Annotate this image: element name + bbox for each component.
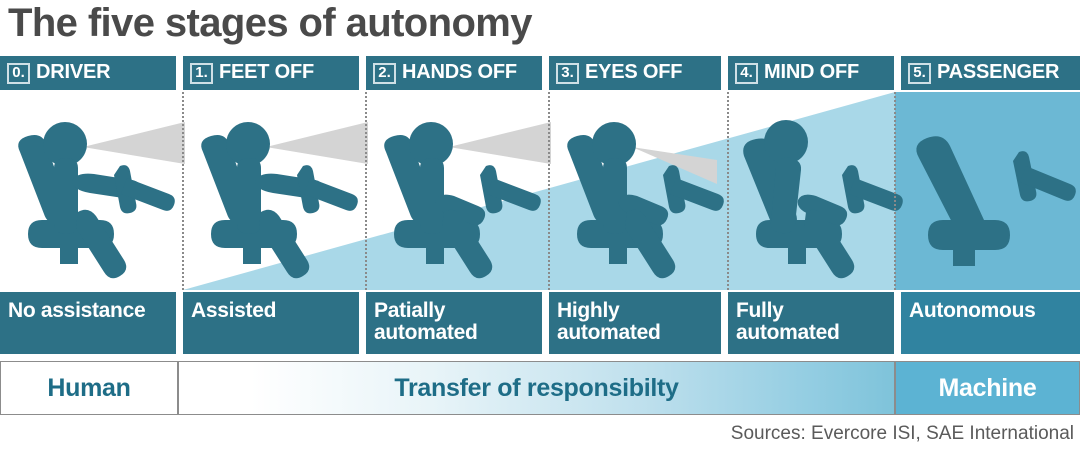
arm-icon: [618, 194, 669, 226]
figure-stage-3: [567, 122, 724, 279]
panel-divider: [727, 92, 729, 290]
leg-icon: [259, 209, 310, 279]
illustration-band: [0, 92, 1080, 290]
stage-name-label: MIND OFF: [764, 61, 860, 83]
stage-header-3[interactable]: 3. EYES OFF: [549, 56, 721, 90]
stage-header-2[interactable]: 2. HANDS OFF: [366, 56, 542, 90]
head-icon: [226, 122, 270, 166]
steering-wheel-icon: [663, 165, 724, 214]
stage-number-badge: 2.: [373, 62, 396, 84]
source-attribution: Sources: Evercore ISI, SAE International: [730, 423, 1074, 444]
head-icon: [592, 122, 636, 166]
figure-stage-2: [384, 122, 551, 279]
torso-icon: [54, 158, 78, 234]
stage-name-label: FEET OFF: [219, 61, 315, 83]
leg-icon: [804, 209, 855, 279]
stage-description-3: Highly automated: [549, 292, 721, 354]
torso-icon: [237, 158, 261, 234]
leg-icon: [442, 209, 493, 279]
machine-label: Machine: [938, 373, 1037, 402]
panel-divider: [182, 92, 184, 290]
page-title: The five stages of autonomy: [8, 1, 533, 45]
description-text: Highly automated: [557, 299, 661, 345]
seat-base-icon: [928, 220, 1010, 266]
responsibility-machine-segment: Machine: [896, 362, 1079, 414]
vision-cone-icon: [266, 122, 368, 164]
responsibility-divider: [177, 362, 179, 414]
stage-description-5: Autonomous: [901, 292, 1080, 354]
stage-description-0: No assistance: [0, 292, 176, 354]
automation-wedge: [183, 92, 895, 290]
stage-description-4: Fully automated: [728, 292, 894, 354]
steering-wheel-icon: [114, 165, 175, 214]
stage-number-badge: 0.: [7, 62, 30, 84]
stage-name-label: DRIVER: [36, 61, 111, 83]
description-text: Assisted: [191, 299, 277, 322]
stage-name-label: EYES OFF: [585, 61, 683, 83]
figure-stage-4: [743, 120, 903, 279]
head-icon: [43, 122, 87, 166]
stage-number-badge: 4.: [735, 62, 758, 84]
stage-header-0[interactable]: 0. DRIVER: [0, 56, 176, 90]
panel-divider: [548, 92, 550, 290]
description-text: Autonomous: [909, 299, 1036, 322]
stage-number-badge: 3.: [556, 62, 579, 84]
vision-cone-icon: [449, 122, 551, 164]
stage-description-row: No assistance Assisted Patially automate…: [0, 292, 1080, 354]
description-text: Patially automated: [374, 299, 478, 345]
responsibility-bar: Human Transfer of responsibilty Machine: [0, 361, 1080, 415]
figure-stage-1: [201, 122, 368, 279]
torso-icon: [603, 158, 627, 234]
stage-number-badge: 1.: [190, 62, 213, 84]
steering-wheel-icon: [842, 165, 903, 214]
arm-icon: [797, 194, 848, 226]
description-text: No assistance: [8, 299, 146, 322]
torso-icon: [770, 157, 802, 234]
steering-wheel-icon: [1013, 151, 1076, 202]
empty-seat-icon: [916, 136, 986, 239]
stage-header-row: 0. DRIVER 1. FEET OFF 2. HANDS OFF 3. EY…: [0, 56, 1080, 90]
stage-description-1: Assisted: [183, 292, 359, 354]
stage-number-badge: 5.: [908, 62, 931, 84]
stage-description-2: Patially automated: [366, 292, 542, 354]
stage-header-1[interactable]: 1. FEET OFF: [183, 56, 359, 90]
steering-wheel-icon: [480, 165, 541, 214]
head-icon: [764, 120, 808, 164]
transfer-label: Transfer of responsibilty: [394, 373, 679, 402]
responsibility-divider: [894, 362, 896, 414]
vision-cone-icon: [83, 122, 185, 164]
responsibility-transfer-segment: Transfer of responsibilty: [179, 362, 894, 414]
human-label: Human: [47, 373, 131, 402]
leg-icon: [76, 209, 127, 279]
figure-stage-5: [916, 136, 1076, 266]
steering-wheel-icon: [297, 165, 358, 214]
figure-stage-0: [18, 122, 185, 279]
responsibility-human-segment: Human: [1, 362, 177, 414]
stage-header-5[interactable]: 5. PASSENGER: [901, 56, 1080, 90]
panel-divider: [894, 92, 896, 290]
stage-name-label: PASSENGER: [937, 61, 1060, 83]
torso-icon: [420, 158, 444, 234]
stage-header-4[interactable]: 4. MIND OFF: [728, 56, 894, 90]
head-icon: [409, 122, 453, 166]
description-text: Fully automated: [736, 299, 840, 345]
stage-name-label: HANDS OFF: [402, 61, 517, 83]
panel-divider: [365, 92, 367, 290]
arm-icon: [435, 194, 486, 226]
leg-icon: [625, 209, 676, 279]
